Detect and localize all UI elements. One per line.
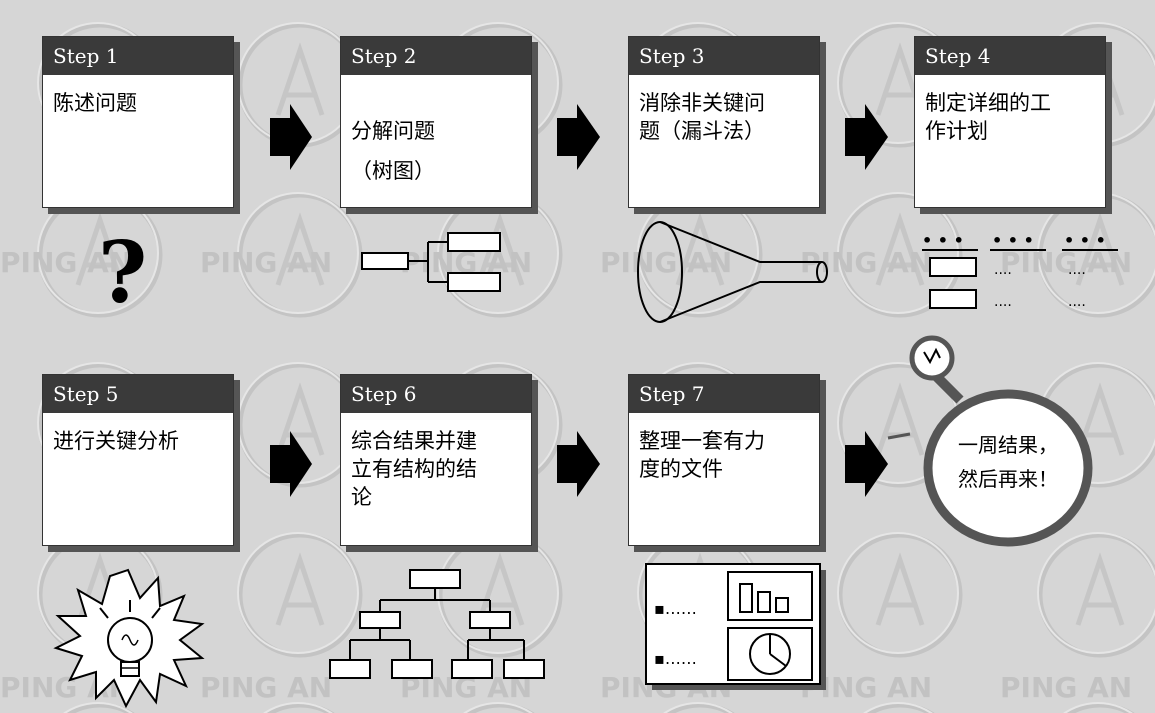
step-6-label: Step 6 [341,375,531,413]
step-4-text: 制定详细的工 作计划 [925,91,1051,143]
result-bubble-text: 一周结果， 然后再来！ [928,428,1088,496]
arrow-right-icon [557,104,600,170]
magnifier-icon [887,335,1093,547]
step-4-card: Step 4 制定详细的工 作计划 [914,36,1106,208]
result-line-1: 一周结果， [958,433,1058,457]
arrow-right-icon [270,431,312,497]
step-3-card: Step 3 消除非关键问 题（漏斗法） [628,36,820,208]
step-1-card: Step 1 陈述问题 [42,36,234,208]
arrow-right-icon [557,431,600,497]
step-6-text: 综合结果并建 立有结构的结 论 [351,429,477,509]
watermark-text: PING AN [200,671,332,704]
report-bullet: ▪…… [654,649,697,668]
step-2-label: Step 2 [341,37,531,75]
watermark-text: PING AN [600,246,732,279]
step-7-label: Step 7 [629,375,819,413]
watermark-text: PING AN [200,246,332,279]
plan-dots: • • • [992,231,1034,250]
plan-ellipsis: .... [994,294,1012,310]
result-line-2: 然后再来！ [958,467,1058,491]
plan-ellipsis: .... [1068,294,1086,310]
arrow-right-icon [845,104,888,170]
step-5-label: Step 5 [43,375,233,413]
step-2-subtext: （树图） [351,159,435,183]
plan-ellipsis: .... [994,262,1012,278]
step-7-card: Step 7 整理一套有力 度的文件 [628,374,820,546]
lightbulb-icon [53,568,205,709]
watermark-text: PING AN [1000,246,1132,279]
arrow-right-icon [845,431,888,497]
step-3-label: Step 3 [629,37,819,75]
step-5-card: Step 5 进行关键分析 [42,374,234,546]
plan-dots: • • • [1064,231,1106,250]
arrow-right-icon [270,104,312,170]
plan-ellipsis: .... [1068,262,1086,278]
watermark-text: PING AN [1000,671,1132,704]
work-plan-table-icon: • • • • • • • • • .... .... .... .... [922,231,1118,310]
document-report-icon: ▪…… ▪…… [645,563,826,690]
step-5-text: 进行关键分析 [53,429,179,453]
step-2-text: 分解问题 [351,119,435,143]
tree-diagram-icon [361,232,501,292]
step-4-label: Step 4 [915,37,1105,75]
report-bullet: ▪…… [654,599,697,618]
step-2-card: Step 2 分解问题 （树图） [340,36,532,208]
step-1-label: Step 1 [43,37,233,75]
step-1-text: 陈述问题 [53,91,137,115]
funnel-icon [637,221,828,323]
plan-dots: • • • [922,231,964,250]
step-7-text: 整理一套有力 度的文件 [639,429,765,481]
step-6-card: Step 6 综合结果并建 立有结构的结 论 [340,374,532,546]
step-2-body: 分解问题 （树图） [341,75,531,213]
question-mark-icon: ? [98,223,147,322]
org-chart-icon [329,569,545,679]
watermark-text: PING AN [0,246,132,279]
step-3-text: 消除非关键问 题（漏斗法） [639,91,765,143]
